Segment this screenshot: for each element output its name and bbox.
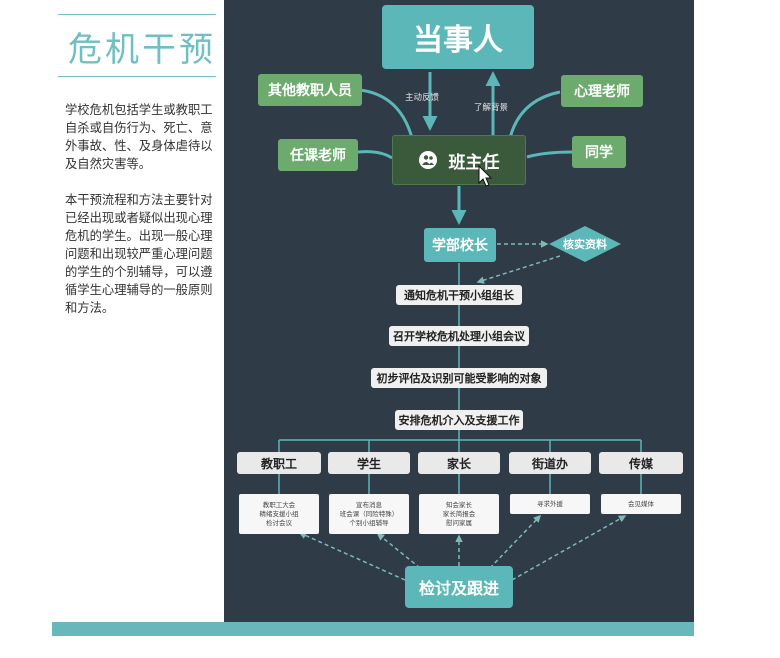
title-bottom-rule — [58, 76, 216, 77]
node-other-staff: 其他教职人员 — [258, 74, 362, 106]
detail-line: 宣布消息 — [356, 500, 382, 509]
detail-line: 检讨会议 — [266, 518, 292, 527]
connector-other-staff — [359, 88, 414, 139]
category-media: 传媒 — [599, 452, 683, 474]
review-arrow-5 — [511, 515, 627, 581]
label-background: 了解背景 — [474, 103, 509, 113]
verify-label: 核实资料 — [563, 238, 607, 251]
category-staff: 教职工 — [237, 452, 321, 474]
detail-line: 会见媒体 — [628, 499, 654, 508]
node-subject-teacher: 任课老师 — [278, 139, 358, 171]
review-arrow-2 — [376, 533, 421, 569]
category-parents: 家长 — [418, 452, 500, 474]
step-notify: 通知危机干预小组组长 — [396, 285, 522, 305]
review-arrow-4 — [489, 514, 542, 569]
detail-line: 慰问家属 — [446, 518, 472, 527]
detail-parents: 知会家长 家长简报会 慰问家属 — [419, 494, 499, 534]
detail-line: 知会家长 — [446, 500, 472, 509]
detail-line: 班会课（同险特殊） — [339, 509, 399, 518]
detail-line: 家长简报会 — [442, 509, 476, 518]
category-students: 学生 — [328, 452, 410, 474]
head-teacher-label: 班主任 — [448, 152, 500, 173]
step-meeting: 召开学校危机处理小组会议 — [389, 326, 529, 346]
detail-staff: 教职工大会 精绪支援小组 检讨会议 — [239, 494, 319, 534]
review-arrow-1 — [298, 532, 406, 581]
connector-counselor — [508, 90, 561, 139]
dashed-from-verify — [476, 255, 561, 284]
step-arrange: 安排危机介入及支援工作 — [395, 410, 523, 430]
detail-line: 个别小组辅导 — [349, 518, 389, 527]
page-title: 危机干预 — [68, 30, 216, 70]
detail-line: 精绪支援小组 — [259, 509, 299, 518]
node-party-involved: 当事人 — [382, 5, 534, 69]
intro-column: 危机干预 学校危机包括学生或教职工自杀或自伤行为、死亡、意外事故、性、及身体虐待… — [58, 14, 216, 624]
detail-line: 教职工大会 — [262, 500, 296, 509]
node-head-teacher: 班主任 — [392, 135, 526, 185]
node-counselor: 心理老师 — [561, 75, 643, 107]
verify-diamond — [549, 226, 621, 262]
intro-paragraph-1: 学校危机包括学生或教职工自杀或自伤行为、死亡、意外事故、性、及身体虐待以及自然灾… — [65, 103, 213, 171]
intro-paragraph-2: 本干预流程和方法主要针对已经出现或者疑似出现心理危机的学生。出现一般心理问题和出… — [65, 193, 213, 315]
node-review: 检讨及跟进 — [405, 566, 513, 608]
connector-teacher — [357, 150, 393, 160]
detail-students: 宣布消息 班会课（同险特殊） 个别小组辅导 — [329, 494, 409, 534]
step-assess: 初步评估及识别可能受影响的对象 — [371, 368, 547, 388]
label-feedback: 主动反馈 — [405, 93, 440, 103]
people-icon — [418, 151, 437, 169]
title-top-rule — [58, 14, 216, 15]
category-street-office: 街道办 — [509, 452, 591, 474]
bottom-accent-bar — [52, 622, 694, 636]
detail-street-office: 寻求外援 — [510, 494, 590, 514]
node-classmates: 同学 — [572, 136, 626, 168]
detail-line: 寻求外援 — [537, 499, 563, 508]
connector-classmates — [526, 150, 573, 159]
detail-media: 会见媒体 — [601, 494, 681, 514]
node-principal: 学部校长 — [424, 228, 496, 262]
